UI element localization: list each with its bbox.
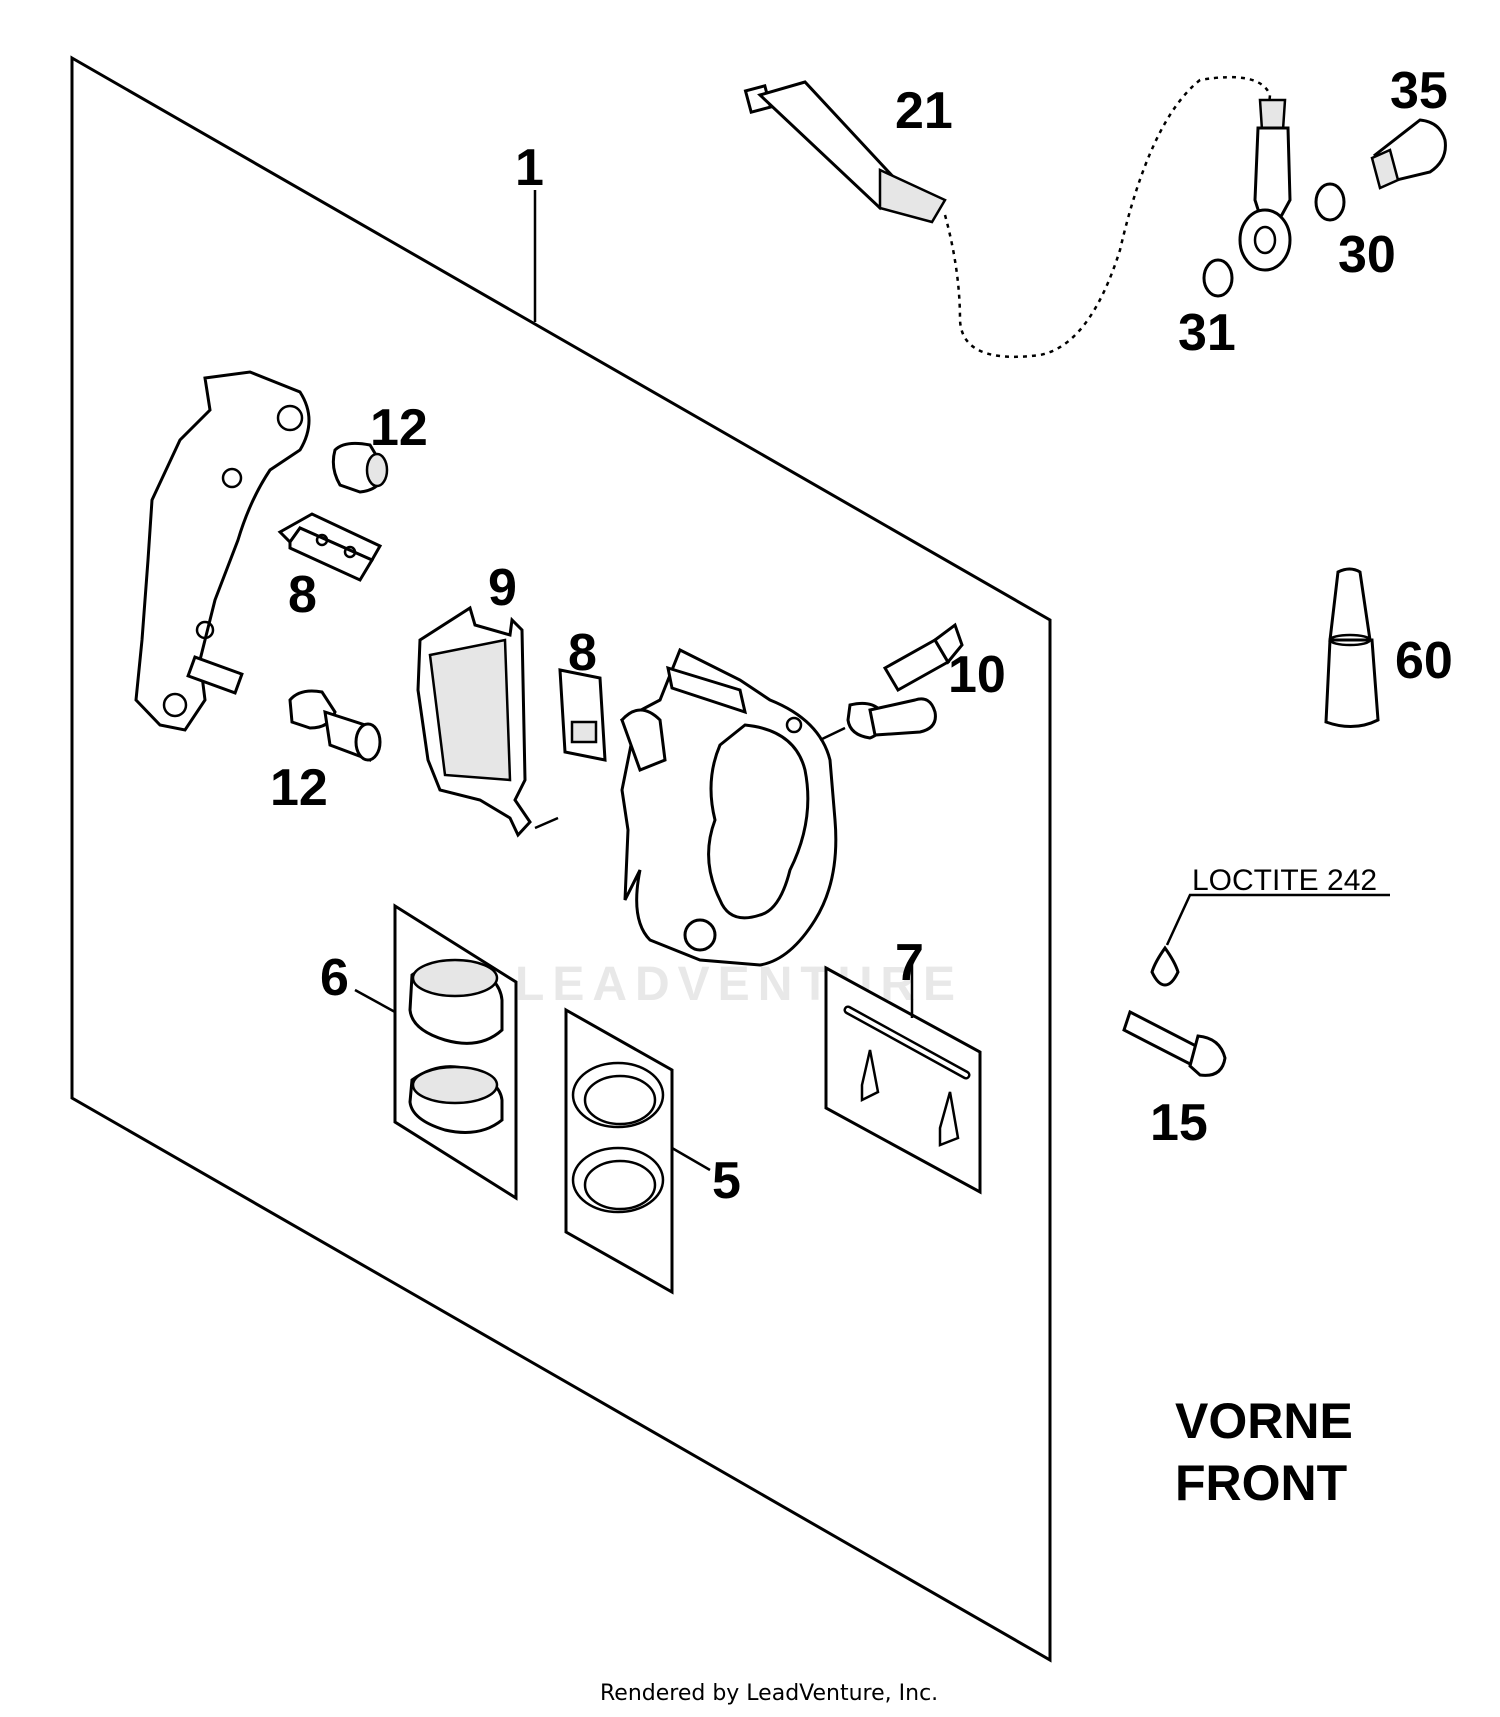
heading-front: FRONT xyxy=(1175,1455,1347,1511)
callout-8-lower: 8 xyxy=(568,624,597,682)
callout-12-upper: 12 xyxy=(370,399,428,457)
heading-vorne: VORNE xyxy=(1175,1393,1353,1449)
washer-31 xyxy=(1202,258,1234,298)
caliper-bracket xyxy=(134,370,311,732)
anti-rattle-plate xyxy=(558,668,607,762)
seal-kit xyxy=(564,1007,711,1295)
banjo-bolt xyxy=(1370,118,1447,190)
bleed-valve xyxy=(819,622,964,742)
callout-8-upper: 8 xyxy=(288,566,317,624)
callout-1: 1 xyxy=(515,139,544,197)
callout-9: 9 xyxy=(488,559,517,617)
callout-31: 31 xyxy=(1178,304,1236,362)
callout-12-lower: 12 xyxy=(270,759,328,817)
callout-35: 35 xyxy=(1390,62,1448,120)
slide-pin xyxy=(288,689,382,762)
callout-60: 60 xyxy=(1395,632,1453,690)
pad-spring-upper xyxy=(277,512,383,582)
boot-upper xyxy=(331,441,389,494)
callout-15: 15 xyxy=(1150,1094,1208,1152)
piston-kit xyxy=(354,903,518,1201)
brake-pad xyxy=(416,605,559,838)
brake-hose xyxy=(743,75,1272,359)
threadlock-bottle xyxy=(1324,567,1380,728)
kit-panel xyxy=(70,55,1052,1663)
washer-30 xyxy=(1314,182,1346,222)
callout-21: 21 xyxy=(895,82,953,140)
loctite-note: LOCTITE 242 xyxy=(1192,864,1377,897)
callout-7: 7 xyxy=(895,934,924,992)
banjo-fitting xyxy=(1238,98,1292,272)
pin-kit xyxy=(824,962,982,1195)
callout-30: 30 xyxy=(1338,226,1396,284)
callout-10: 10 xyxy=(948,646,1006,704)
footer-credit: Rendered by LeadVenture, Inc. xyxy=(600,1681,938,1706)
caliper-body xyxy=(620,647,838,967)
callout-5: 5 xyxy=(712,1152,741,1210)
callout-6: 6 xyxy=(320,949,349,1007)
mounting-bolt xyxy=(1122,893,1390,1077)
